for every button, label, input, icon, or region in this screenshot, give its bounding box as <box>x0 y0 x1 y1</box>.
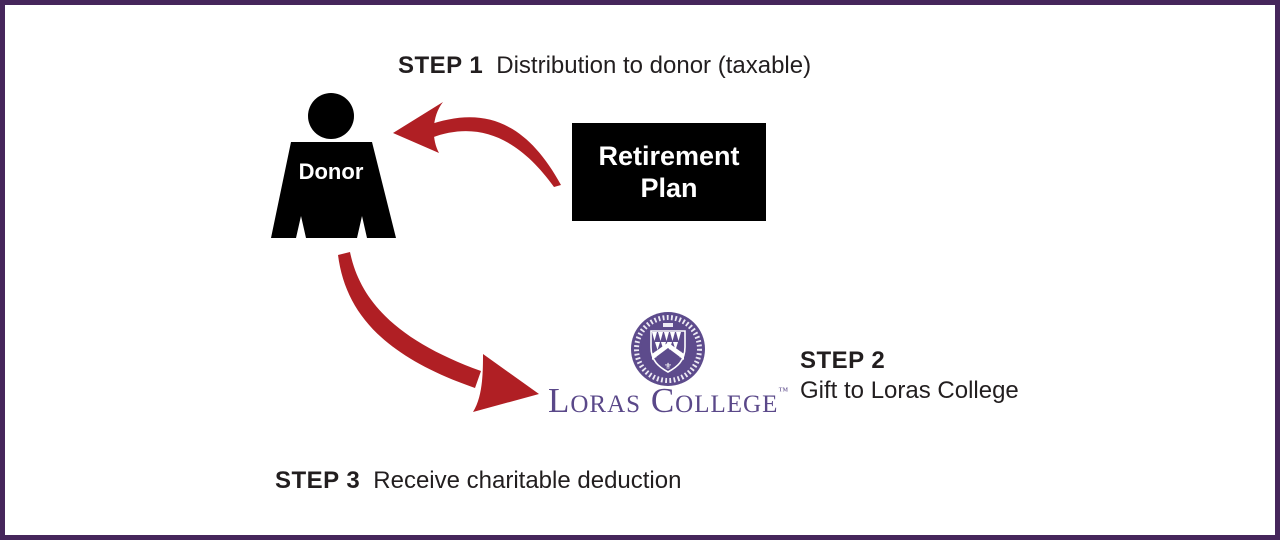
arrow-gift-icon <box>338 252 539 412</box>
svg-text:⚜: ⚜ <box>651 351 659 361</box>
svg-text:⚜: ⚜ <box>664 362 672 372</box>
arrow-distribution-icon <box>393 102 561 187</box>
retirement-plan-line2: Plan <box>640 173 698 203</box>
svg-text:⚜: ⚜ <box>677 351 685 361</box>
trademark-symbol: ™ <box>778 386 789 397</box>
step3-label: STEP 3 <box>275 467 361 494</box>
step1-heading: STEP 1 Distribution to donor (taxable) <box>398 51 811 81</box>
step2-text: Gift to Loras College <box>800 377 1019 404</box>
loras-college-wordmark: Loras College™ <box>548 373 808 420</box>
step2-heading: STEP 2 Gift to Loras College <box>800 346 1019 406</box>
step3-heading: STEP 3 Receive charitable deduction <box>275 466 681 496</box>
retirement-plan-line1: Retirement <box>598 141 740 171</box>
step1-text: Distribution to donor (taxable) <box>496 52 812 79</box>
donor-figure-icon <box>271 93 396 238</box>
loras-college-seal-icon: ⚜ ⚜ ⚜ <box>631 312 705 386</box>
diagram-graphics <box>271 93 561 412</box>
retirement-plan-box: Retirement Plan <box>572 123 766 221</box>
loras-college-name: Loras College <box>548 381 779 420</box>
donor-label: Donor <box>298 159 364 184</box>
step1-label: STEP 1 <box>398 52 484 79</box>
step3-text: Receive charitable deduction <box>373 467 682 494</box>
step2-label: STEP 2 <box>800 347 886 374</box>
